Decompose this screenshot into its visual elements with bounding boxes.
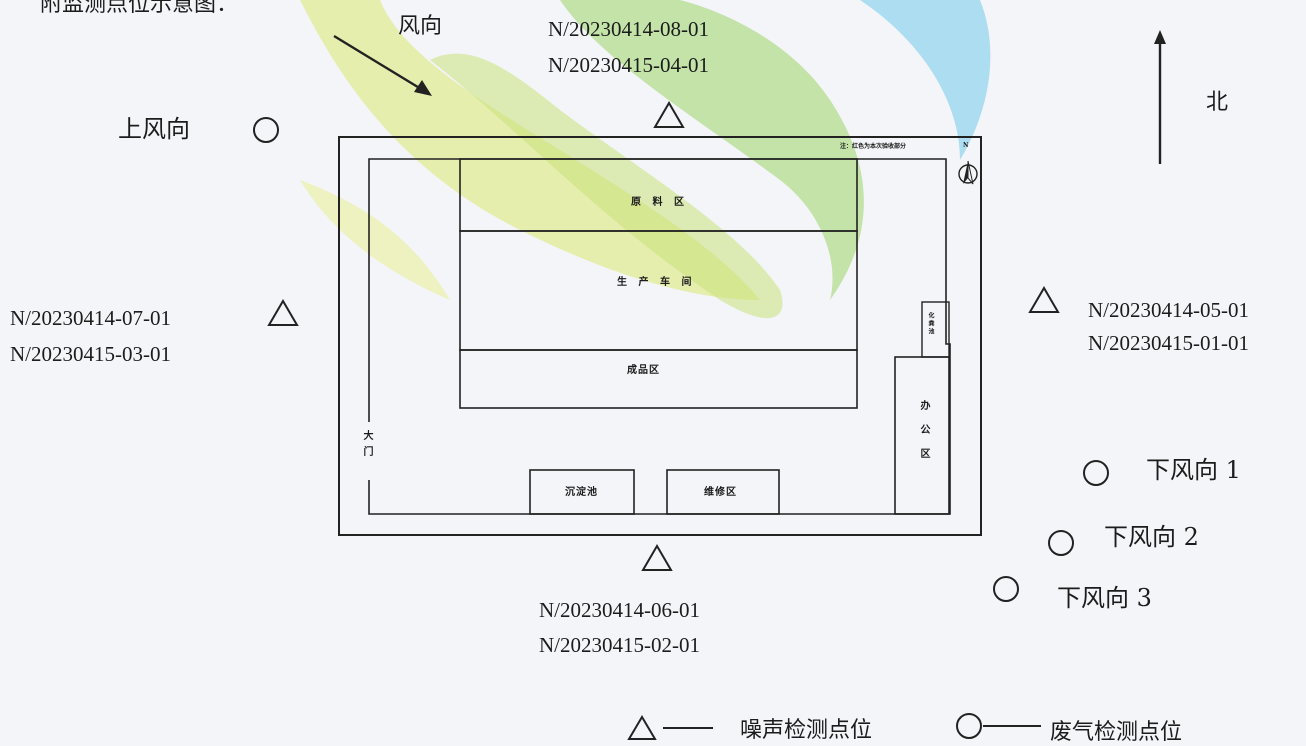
area-sediment-tank: 沉淀池 xyxy=(565,487,598,498)
site-plan xyxy=(338,136,982,536)
wind-arrow-icon xyxy=(333,34,432,96)
area-production-workshop: 生 产 车 间 xyxy=(617,277,696,288)
downwind-1-label: 下风向 1 xyxy=(1146,456,1241,484)
noise-point-north-line1: N/20230414-08-01 xyxy=(548,17,709,41)
area-repair: 维修区 xyxy=(704,487,737,498)
north-arrow-icon xyxy=(1154,30,1166,164)
noise-triangle-icon xyxy=(653,101,685,128)
plan-note: 注：红色为本次验收部分 xyxy=(840,143,907,150)
downwind-2-label: 下风向 2 xyxy=(1104,523,1199,551)
upwind-label: 上风向 xyxy=(118,115,190,143)
area-finished-goods: 成品区 xyxy=(627,365,660,376)
noise-point-south-line1: N/20230414-06-01 xyxy=(539,598,700,622)
noise-triangle-icon xyxy=(1028,286,1060,313)
legend-gas-label: 废气检测点位 xyxy=(1050,720,1183,745)
wind-label: 风向 xyxy=(398,14,443,39)
noise-point-east-line1: N/20230414-05-01 xyxy=(1088,298,1249,322)
legend-gas-symbol-icon xyxy=(956,713,1041,739)
area-septic-tank: 化粪池 xyxy=(927,312,934,336)
noise-triangle-icon xyxy=(641,544,673,571)
gas-circle-icon xyxy=(993,576,1019,602)
gate-label: 大门 xyxy=(361,430,372,462)
gas-circle-icon xyxy=(1048,530,1074,556)
noise-point-south-line2: N/20230415-02-01 xyxy=(539,633,700,657)
legend-noise-label: 噪声检测点位 xyxy=(740,718,873,743)
noise-point-west-line2: N/20230415-03-01 xyxy=(10,342,171,366)
noise-point-west-line1: N/20230414-07-01 xyxy=(10,306,171,330)
downwind-3-label: 下风向 3 xyxy=(1057,584,1152,612)
legend-noise-symbol-icon xyxy=(627,715,713,740)
page-title: 附监测点位示意图： xyxy=(40,0,239,17)
compass-icon xyxy=(958,160,978,185)
noise-triangle-icon xyxy=(267,299,299,326)
noise-point-north-line2: N/20230415-04-01 xyxy=(548,53,709,77)
north-label: 北 xyxy=(1206,90,1229,115)
compass-letter: N xyxy=(963,142,969,149)
area-office: 办公区 xyxy=(918,400,929,472)
gas-circle-icon xyxy=(1083,460,1109,486)
area-raw-material: 原 料 区 xyxy=(631,197,688,208)
noise-point-east-line2: N/20230415-01-01 xyxy=(1088,331,1249,355)
gas-circle-icon xyxy=(253,117,279,143)
